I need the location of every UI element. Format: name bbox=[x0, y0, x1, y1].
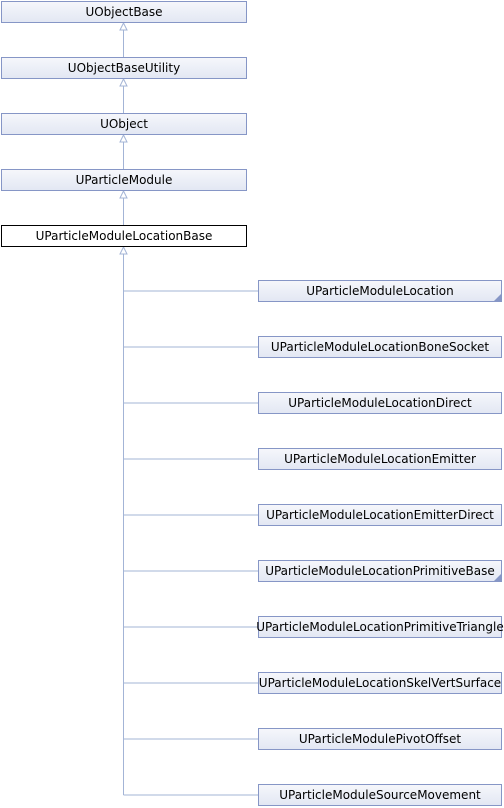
class-box bbox=[1, 1, 247, 23]
inheritance-arrowhead bbox=[119, 189, 128, 199]
class-node-uparticle-module-location-primitive-base[interactable]: UParticleModuleLocationPrimitiveBase bbox=[258, 560, 502, 582]
class-box bbox=[1, 57, 247, 79]
class-box bbox=[258, 336, 502, 358]
class-label: UObjectBase bbox=[85, 5, 162, 19]
class-label: UParticleModulePivotOffset bbox=[299, 732, 462, 746]
class-node-uparticle-module-location-skel-vert-surface[interactable]: UParticleModuleLocationSkelVertSurface bbox=[258, 672, 502, 694]
class-box bbox=[258, 392, 502, 414]
class-label: UParticleModuleLocationBase bbox=[36, 229, 213, 243]
class-label: UParticleModuleLocation bbox=[306, 284, 454, 298]
inheritance-arrowhead bbox=[119, 21, 128, 31]
class-box bbox=[258, 616, 502, 638]
class-box bbox=[258, 448, 502, 470]
class-label: UParticleModuleLocationBoneSocket bbox=[271, 340, 490, 354]
class-node-uobject[interactable]: UObject bbox=[1, 113, 247, 135]
class-label: UParticleModule bbox=[76, 173, 173, 187]
class-node-uparticle-module-pivot-offset[interactable]: UParticleModulePivotOffset bbox=[258, 728, 502, 750]
inheritance-arrowhead bbox=[119, 245, 128, 255]
class-label: UParticleModuleLocationPrimitiveBase bbox=[265, 564, 495, 578]
class-box bbox=[258, 280, 502, 302]
class-node-uparticle-module-location-bone-socket[interactable]: UParticleModuleLocationBoneSocket bbox=[258, 336, 502, 358]
class-box bbox=[1, 113, 247, 135]
class-box bbox=[1, 169, 247, 191]
class-node-uobject-base-utility[interactable]: UObjectBaseUtility bbox=[1, 57, 247, 79]
class-label: UObject bbox=[100, 117, 148, 131]
class-node-uparticle-module-location-base: UParticleModuleLocationBase bbox=[1, 225, 247, 247]
class-box bbox=[258, 560, 502, 582]
class-label: UParticleModuleLocationEmitterDirect bbox=[266, 508, 494, 522]
class-box bbox=[258, 672, 502, 694]
class-label: UParticleModuleLocationSkelVertSurface bbox=[259, 676, 501, 690]
class-label: UParticleModuleLocationPrimitiveTriangle bbox=[256, 620, 503, 634]
more-children-marker bbox=[494, 294, 501, 301]
class-node-uparticle-module[interactable]: UParticleModule bbox=[1, 169, 247, 191]
class-label: UParticleModuleLocationDirect bbox=[288, 396, 472, 410]
more-children-marker bbox=[494, 574, 501, 581]
class-node-uparticle-module-location-direct[interactable]: UParticleModuleLocationDirect bbox=[258, 392, 502, 414]
class-node-uobject-base[interactable]: UObjectBase bbox=[1, 1, 247, 23]
class-label: UParticleModuleSourceMovement bbox=[279, 788, 481, 802]
class-node-uparticle-module-location-emitter[interactable]: UParticleModuleLocationEmitter bbox=[258, 448, 502, 470]
class-node-uparticle-module-location[interactable]: UParticleModuleLocation bbox=[258, 280, 502, 302]
class-box bbox=[258, 504, 502, 526]
class-node-uparticle-module-location-emitter-direct[interactable]: UParticleModuleLocationEmitterDirect bbox=[258, 504, 502, 526]
class-box bbox=[258, 728, 502, 750]
class-box bbox=[1, 225, 247, 247]
inheritance-arrowhead bbox=[119, 77, 128, 87]
edges-layer bbox=[119, 21, 258, 796]
class-label: UParticleModuleLocationEmitter bbox=[284, 452, 476, 466]
inheritance-arrowhead bbox=[119, 133, 128, 143]
class-box bbox=[258, 784, 502, 806]
class-node-uparticle-module-source-movement[interactable]: UParticleModuleSourceMovement bbox=[258, 784, 502, 806]
class-label: UObjectBaseUtility bbox=[68, 61, 180, 75]
class-node-uparticle-module-location-primitive-triangle[interactable]: UParticleModuleLocationPrimitiveTriangle bbox=[256, 616, 504, 638]
